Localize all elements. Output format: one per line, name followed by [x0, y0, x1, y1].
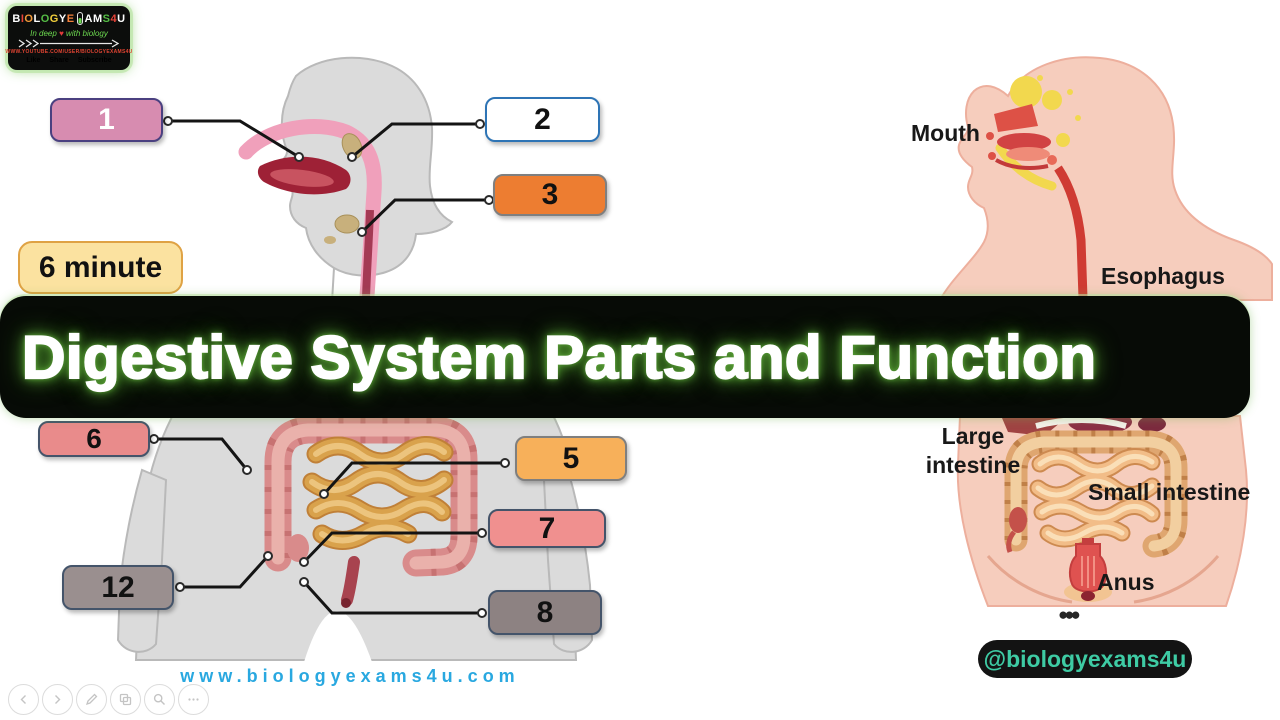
head-sagittal-illustration: [938, 56, 1273, 301]
label-box-12: 12: [62, 565, 174, 610]
channel-logo: BIOLOGYE AMS4U In deep ♥ with biology WW…: [5, 6, 133, 70]
zoom-button[interactable]: [144, 684, 175, 715]
label-box-5: 5: [515, 436, 627, 481]
label-box-3: 3: [493, 174, 607, 216]
large-intestine-label: Large intestine: [912, 422, 1034, 480]
anus-label: Anus: [1097, 569, 1155, 595]
video-title: Digestive System Parts and Function: [21, 322, 1097, 391]
arrow-divider-icon: [17, 38, 121, 48]
heart-icon: ♥: [59, 28, 64, 38]
logo-title: BIOLOGYE AMS4U: [12, 11, 126, 28]
large-intestine-line2: intestine: [925, 451, 1021, 478]
label-box-6: 6: [38, 421, 150, 457]
social-handle-text: @biologyexams4u: [983, 645, 1187, 672]
label-box-8: 8: [488, 590, 602, 635]
player-controls: [8, 684, 209, 715]
large-intestine-line1: Large: [941, 423, 1005, 449]
logo-actions: Like Share Subscribe: [26, 56, 111, 65]
mouth-label: Mouth: [911, 120, 980, 146]
label-box-1: 1: [50, 98, 163, 142]
skull-bone-areas: [1010, 75, 1081, 147]
title-banner: Digestive System Parts and Function: [0, 296, 1250, 418]
logo-tagline: In deep ♥ with biology: [30, 29, 108, 38]
previous-button[interactable]: [8, 684, 39, 715]
tagline-post: with biology: [66, 28, 108, 38]
small-intestine-label: Small intestine: [1088, 479, 1251, 505]
copy-button[interactable]: [110, 684, 141, 715]
label-box-2: 2: [485, 97, 600, 142]
website-url: www.biologyexams4u.com: [180, 666, 520, 686]
social-handle-badge: @biologyexams4u: [978, 640, 1192, 678]
esophagus-tube: [1054, 165, 1088, 299]
like-label: Like: [26, 56, 41, 64]
dots-decoration: ●●●: [1058, 605, 1081, 624]
duration-badge: 6 minute: [18, 241, 183, 294]
logo-title-part1: BIOLOGYE: [12, 13, 75, 25]
subscribe-label: Subscribe: [77, 56, 112, 64]
label-box-7: 7: [488, 509, 606, 548]
share-label: Share: [49, 56, 69, 64]
tagline-pre: In deep: [30, 28, 57, 38]
esophagus-label: Esophagus: [1101, 263, 1225, 289]
logo-youtube-url: WWW.YOUTUBE.COM/USER/BIOLOGYEXAMS4U: [5, 48, 133, 55]
logo-title-part2: AMS4U: [84, 13, 126, 25]
next-button[interactable]: [42, 684, 73, 715]
test-tube-icon: [76, 11, 84, 28]
more-button[interactable]: [178, 684, 209, 715]
edit-button[interactable]: [76, 684, 107, 715]
leg-gap: [304, 611, 372, 662]
